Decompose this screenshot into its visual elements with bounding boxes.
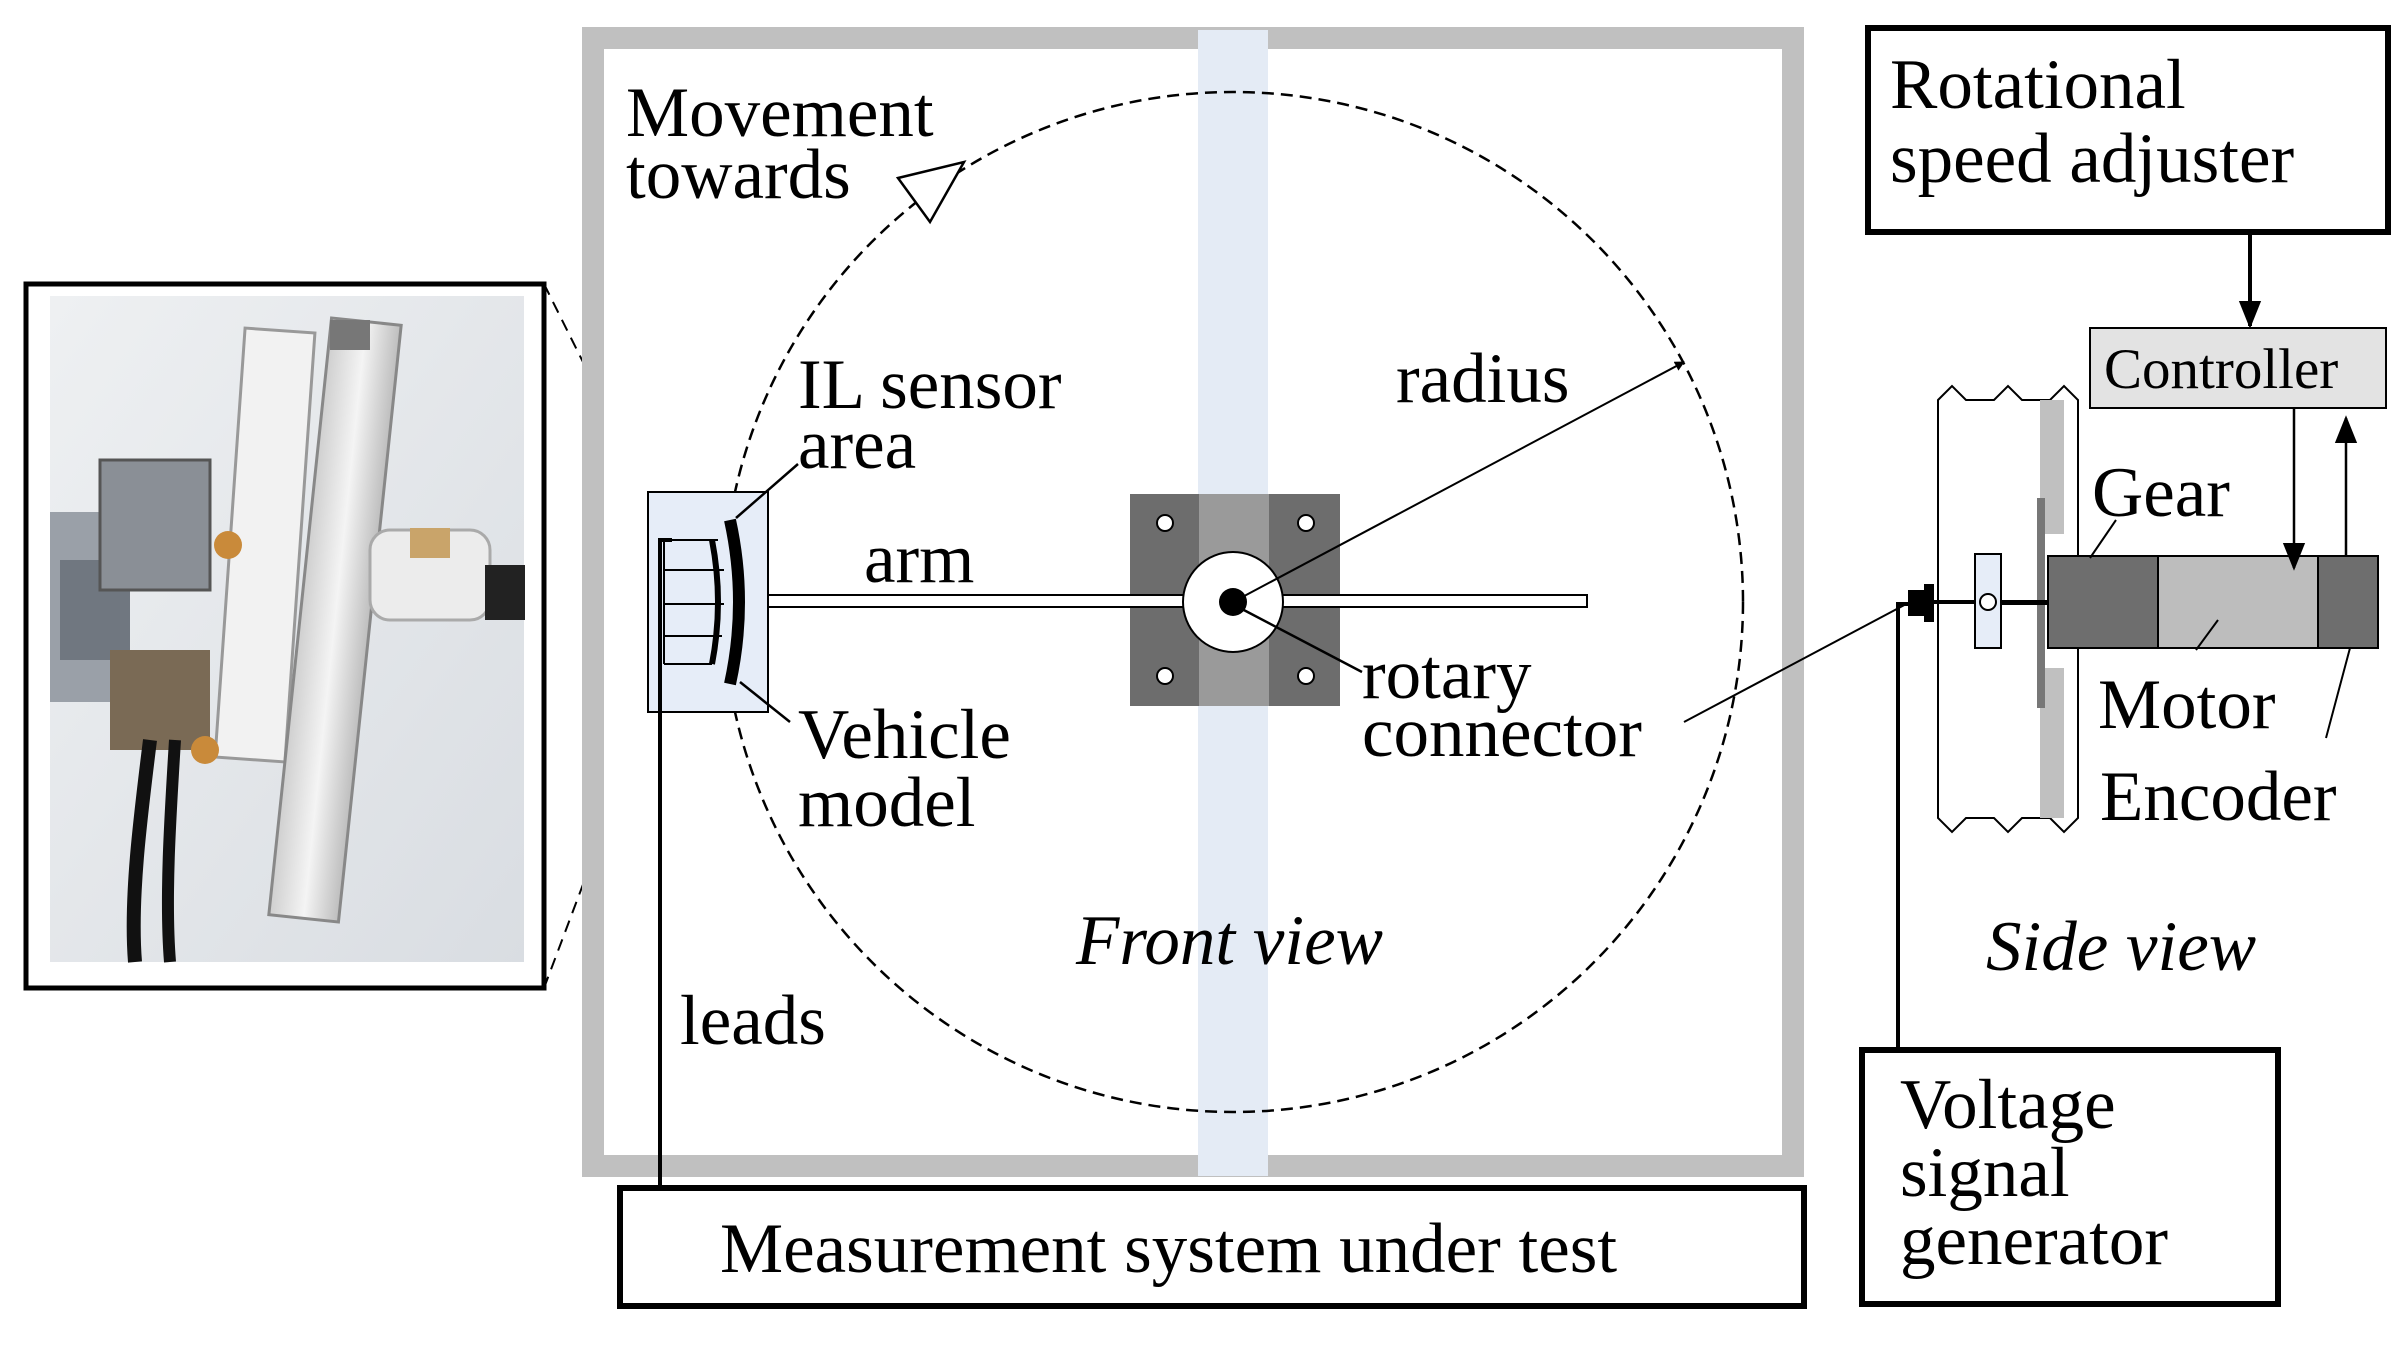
rotary-label-2: connector xyxy=(1362,694,1642,772)
side-hub xyxy=(1979,593,1997,611)
leads-arrow xyxy=(648,538,672,1265)
encoder-block xyxy=(2317,555,2379,649)
radius-label: radius xyxy=(1396,340,1570,418)
photo-inset xyxy=(23,281,547,991)
controller-box xyxy=(2089,327,2387,409)
speed-adjuster-box xyxy=(1865,25,2391,235)
vehicle-model-photo xyxy=(50,316,525,963)
motor-leader xyxy=(2195,619,2219,651)
rot-speed-label-1: Rotational xyxy=(1890,46,2186,124)
vehicle-label-1: Vehicle xyxy=(798,696,1011,774)
rotary-leader xyxy=(1239,606,1363,674)
il-sensor-label-2: area xyxy=(798,406,916,484)
leads-label: leads xyxy=(680,982,826,1060)
rot-speed-label-2: speed adjuster xyxy=(1890,120,2295,198)
vehicle-label-2: model xyxy=(798,764,975,842)
radius-arrow xyxy=(1232,361,1685,603)
text-labels: Movement towards IL sensor area radius a… xyxy=(626,46,2338,1288)
il-sensor-leader xyxy=(735,463,799,519)
voltage-label-3: generator xyxy=(1900,1202,2168,1280)
il-sensor-label-1: IL sensor xyxy=(798,346,1062,424)
gear-leader xyxy=(2089,519,2117,559)
voltage-label-1: Voltage xyxy=(1900,1066,2116,1144)
vehicle-model-schematic xyxy=(663,518,745,686)
movement-arrow xyxy=(895,160,967,225)
encoder-leader xyxy=(2325,647,2351,739)
controller-label: Controller xyxy=(2104,338,2338,401)
arm-label: arm xyxy=(864,520,974,598)
voltage-generator-box xyxy=(1859,1047,2281,1307)
motor-block xyxy=(2157,555,2319,649)
gear-block xyxy=(2047,555,2159,649)
vehicle-model-leader xyxy=(739,681,791,723)
motor-label: Motor xyxy=(2098,666,2276,744)
rotary-connector-link xyxy=(1683,601,1911,723)
front-view-label: Front view xyxy=(1075,902,1383,980)
measurement-system-box xyxy=(617,1185,1807,1309)
movement-label-1: Movement xyxy=(626,74,934,152)
side-view xyxy=(1683,25,2391,1307)
movement-label-2: towards xyxy=(626,136,851,214)
voltage-wire xyxy=(1896,602,1910,1048)
gear-label: Gear xyxy=(2092,454,2230,532)
side-view-label: Side view xyxy=(1986,908,2256,986)
front-view xyxy=(582,27,1804,1265)
voltage-label-2: signal xyxy=(1900,1134,2070,1212)
measurement-label: Measurement system under test xyxy=(720,1210,1617,1288)
rotary-label-1: rotary xyxy=(1362,636,1532,714)
rotary-connector-side xyxy=(1908,590,1924,616)
il-sensor-area xyxy=(647,491,769,713)
encoder-label: Encoder xyxy=(2100,758,2337,836)
